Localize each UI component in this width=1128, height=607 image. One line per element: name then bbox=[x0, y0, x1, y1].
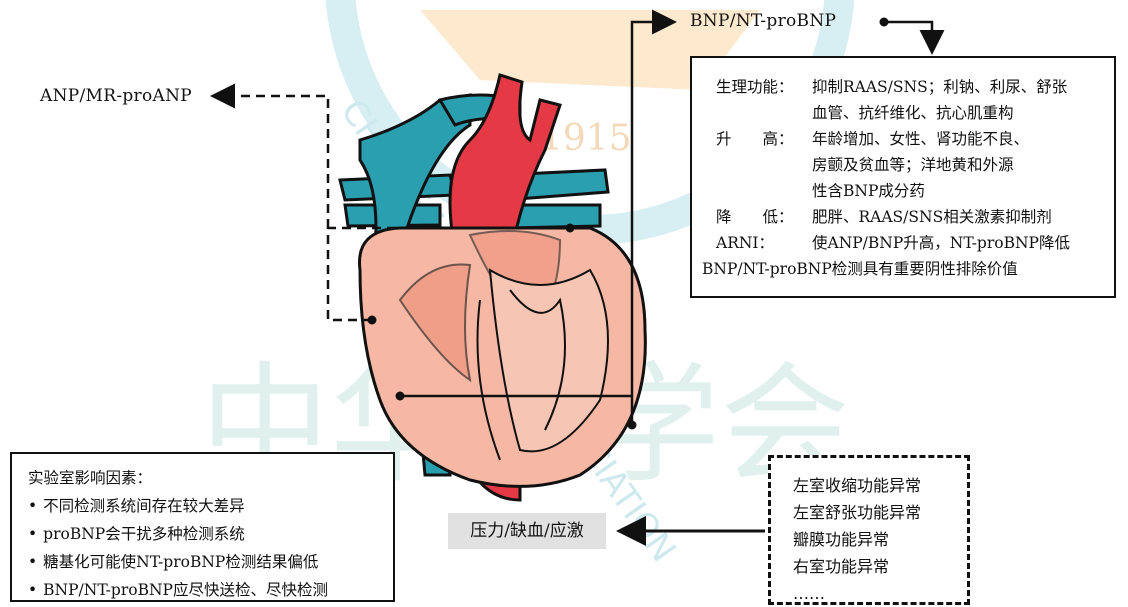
info-footer: BNP/NT-proBNP检测具有重要阴性排除价值 bbox=[702, 256, 1114, 282]
info-key: ARNI： bbox=[716, 230, 812, 256]
conditions-box: 左室收缩功能异常 左室舒张功能异常 瓣膜功能异常 右室功能异常 …… bbox=[768, 455, 970, 605]
anp-atrium-dot bbox=[566, 224, 575, 233]
info-value: 年龄增加、女性、肾功能不良、 bbox=[812, 126, 1029, 152]
info-value: 使ANP/BNP升高，NT-proBNP降低 bbox=[812, 230, 1070, 256]
list-item: 糖基化可能使NT-proBNP检测结果偏低 bbox=[28, 548, 393, 576]
bnp-origin-dot bbox=[396, 392, 405, 401]
anp-label: ANP/MR-proANP bbox=[40, 86, 192, 106]
info-row: 生理功能：抑制RAAS/SNS；利钠、利尿、舒张 bbox=[716, 74, 1114, 100]
lab-factors-title: 实验室影响因素： bbox=[28, 464, 393, 492]
info-key bbox=[716, 152, 812, 178]
bnp-arrow bbox=[632, 22, 672, 425]
bnp-label-dot bbox=[880, 18, 889, 27]
info-key: 生理功能： bbox=[716, 74, 812, 100]
lab-factors-box: 实验室影响因素： 不同检测系统间存在较大差异 proBNP会干扰多种检测系统 糖… bbox=[10, 452, 395, 602]
anp-dashed-connector-lower bbox=[328, 228, 440, 320]
list-item: 不同检测系统间存在较大差异 bbox=[28, 492, 393, 520]
info-value: 房颤及贫血等；洋地黄和外源 bbox=[812, 152, 1014, 178]
anp-arrow bbox=[215, 96, 328, 228]
info-value: 血管、抗纤维化、抗心肌重构 bbox=[812, 100, 1014, 126]
info-value: 性含BNP成分药 bbox=[812, 178, 925, 204]
info-key bbox=[716, 100, 812, 126]
info-row: 降 低：肥胖、RAAS/SNS相关激素抑制剂 bbox=[716, 204, 1114, 230]
info-value: 抑制RAAS/SNS；利钠、利尿、舒张 bbox=[812, 74, 1067, 100]
info-key bbox=[716, 178, 812, 204]
lab-factors-list: 不同检测系统间存在较大差异 proBNP会干扰多种检测系统 糖基化可能使NT-p… bbox=[28, 492, 393, 604]
list-item: 左室舒张功能异常 bbox=[793, 499, 967, 526]
bnp-info-box: 生理功能：抑制RAAS/SNS；利钠、利尿、舒张 血管、抗纤维化、抗心肌重构 升… bbox=[690, 56, 1116, 298]
info-row: 血管、抗纤维化、抗心肌重构 bbox=[716, 100, 1114, 126]
bnp-ventricle-dot bbox=[628, 421, 637, 430]
bnp-label: BNP/NT-proBNP bbox=[690, 11, 836, 31]
stress-label: 压力/缺血/应激 bbox=[448, 513, 606, 549]
list-item: 瓣膜功能异常 bbox=[793, 526, 967, 553]
info-value: 肥胖、RAAS/SNS相关激素抑制剂 bbox=[812, 204, 1052, 230]
info-row: ARNI：使ANP/BNP升高，NT-proBNP降低 bbox=[716, 230, 1114, 256]
bnp-to-info-arrow bbox=[884, 22, 932, 50]
list-item: …… bbox=[793, 580, 967, 607]
list-item: BNP/NT-proBNP应尽快送检、尽快检测 bbox=[28, 576, 393, 604]
list-item: 右室功能异常 bbox=[793, 553, 967, 580]
list-item: proBNP会干扰多种检测系统 bbox=[28, 520, 393, 548]
info-key: 升 高： bbox=[716, 126, 812, 152]
info-row: 性含BNP成分药 bbox=[716, 178, 1114, 204]
info-key: 降 低： bbox=[716, 204, 812, 230]
info-row: 房颤及贫血等；洋地黄和外源 bbox=[716, 152, 1114, 178]
anp-origin-dot bbox=[368, 316, 377, 325]
list-item: 左室收缩功能异常 bbox=[793, 472, 967, 499]
info-row: 升 高：年龄增加、女性、肾功能不良、 bbox=[716, 126, 1114, 152]
